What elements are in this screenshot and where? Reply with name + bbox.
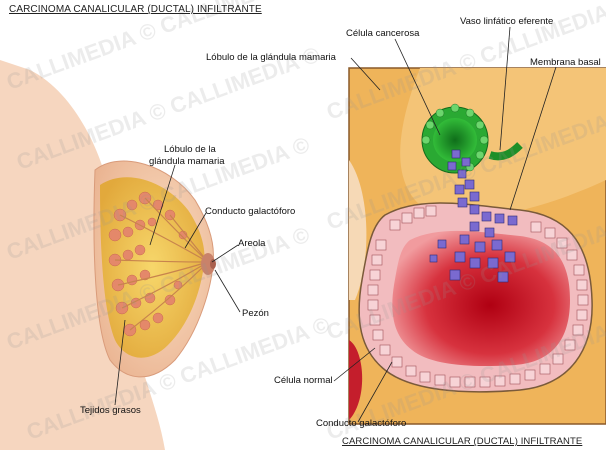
label-pezon: Pezón — [242, 308, 269, 319]
title-top: CARCINOMA CANALICULAR (DUCTAL) INFILTRAN… — [9, 4, 262, 15]
label-celula-normal: Célula normal — [274, 375, 333, 386]
label-lobulo-left-2: glándula mamaria — [149, 156, 225, 167]
label-areola: Areola — [238, 238, 265, 249]
label-lobulo-top: Lóbulo de la glándula mamaria — [206, 52, 336, 63]
label-celula-cancerosa: Célula cancerosa — [346, 28, 419, 39]
title-bottom: CARCINOMA CANALICULAR (DUCTAL) INFILTRAN… — [342, 436, 582, 447]
label-lobulo-left-1: Lóbulo de la — [164, 144, 216, 155]
label-vaso-linfatico: Vaso linfático eferente — [460, 16, 553, 27]
label-conducto-bottom: Conducto galactóforo — [316, 418, 406, 429]
label-membrana-basal: Membrana basal — [530, 57, 601, 68]
label-tejidos-grasos: Tejidos grasos — [80, 405, 141, 416]
label-conducto-left: Conducto galactóforo — [205, 206, 295, 217]
